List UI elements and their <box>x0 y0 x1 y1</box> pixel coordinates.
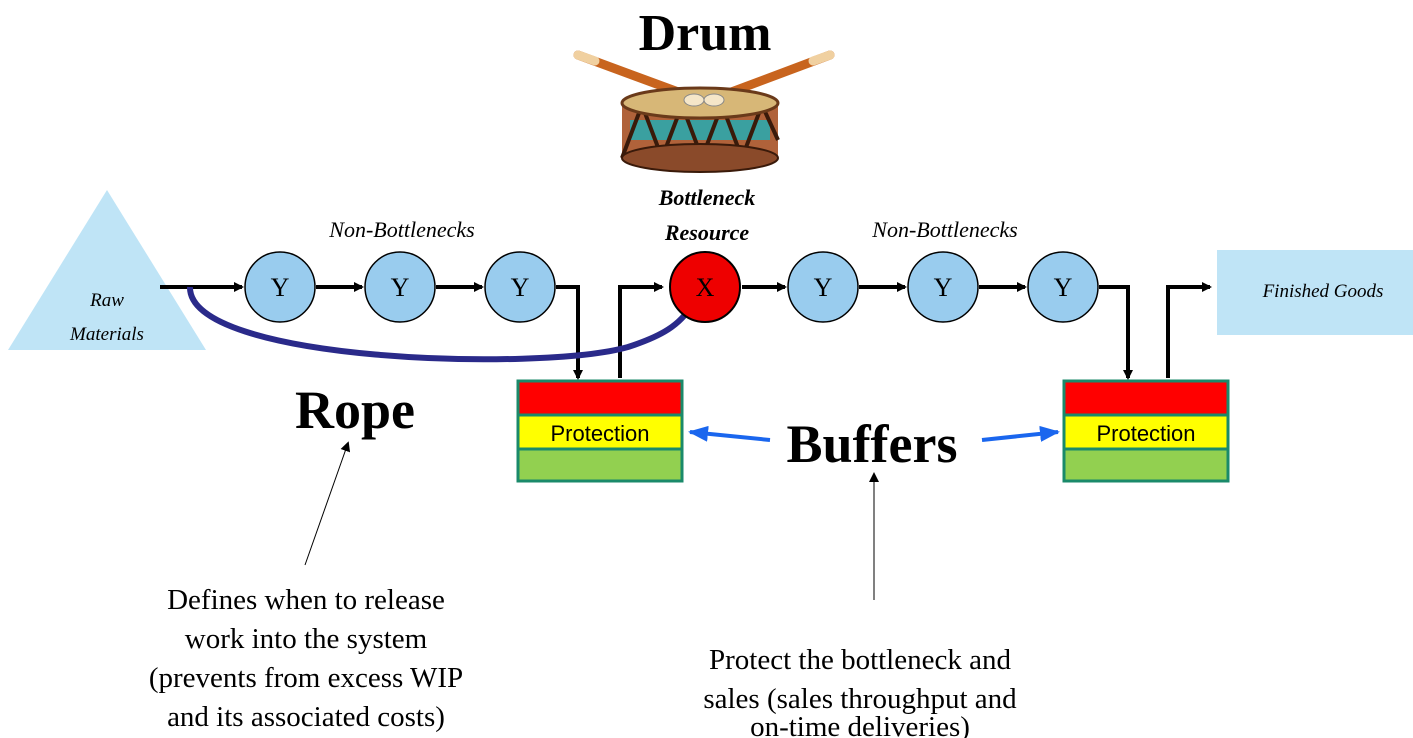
buffers-note-line: sales (sales throughput and <box>703 683 1017 715</box>
buffers-note-line: on-time deliveries) <box>750 711 970 738</box>
finished-goods-label: Finished Goods <box>1262 281 1384 302</box>
rope-note-line: (prevents from excess WIP <box>149 662 463 694</box>
non-bottleneck-node: Y <box>244 251 316 323</box>
node-label: Y <box>1054 273 1073 302</box>
non-bottlenecks-right-label: Non-Bottlenecks <box>871 217 1017 242</box>
rope-label: Rope <box>295 380 415 440</box>
non-bottleneck-node: Y <box>1027 251 1099 323</box>
buffer-right: Protection <box>1062 379 1230 483</box>
node-label: Y <box>271 273 290 302</box>
bottleneck-label-2: Resource <box>664 220 750 245</box>
non-bottlenecks-left-label: Non-Bottlenecks <box>328 217 474 242</box>
bottleneck-label-1: Bottleneck <box>658 185 756 210</box>
buffer-left: Protection <box>516 379 684 483</box>
raw-materials-label-1: Raw <box>89 290 124 311</box>
node-label: Y <box>934 273 953 302</box>
non-bottleneck-node: Y <box>787 251 859 323</box>
buffers-note-line: Protect the bottleneck and <box>709 644 1011 676</box>
protection-label: Protection <box>550 421 649 446</box>
buffers-label: Buffers <box>787 414 958 474</box>
bottleneck-node: X <box>669 251 741 323</box>
node-label: Y <box>814 273 833 302</box>
rope-line <box>186 286 695 363</box>
non-bottleneck-node: Y <box>364 251 436 323</box>
rope-annotation-arrow <box>304 441 351 566</box>
node-label: Y <box>511 273 530 302</box>
non-bottleneck-node: Y <box>484 251 556 323</box>
finished-goods-box <box>1217 250 1413 335</box>
buffer-arrow-right <box>981 425 1060 442</box>
flow-arrows <box>160 282 1212 380</box>
node-label: Y <box>391 273 410 302</box>
rope-note-line: work into the system <box>185 623 428 655</box>
drum-title: Drum <box>639 5 772 62</box>
raw-materials-triangle <box>8 190 206 350</box>
rope-note-line: and its associated costs) <box>167 701 445 733</box>
drum-icon <box>573 50 835 173</box>
buffer-arrow-left <box>688 425 771 442</box>
non-bottleneck-node: Y <box>907 251 979 323</box>
bottleneck-node-label: X <box>696 273 715 302</box>
rope-note-line: Defines when to release <box>167 584 445 616</box>
protection-label: Protection <box>1096 421 1195 446</box>
raw-materials-label-2: Materials <box>69 324 144 345</box>
